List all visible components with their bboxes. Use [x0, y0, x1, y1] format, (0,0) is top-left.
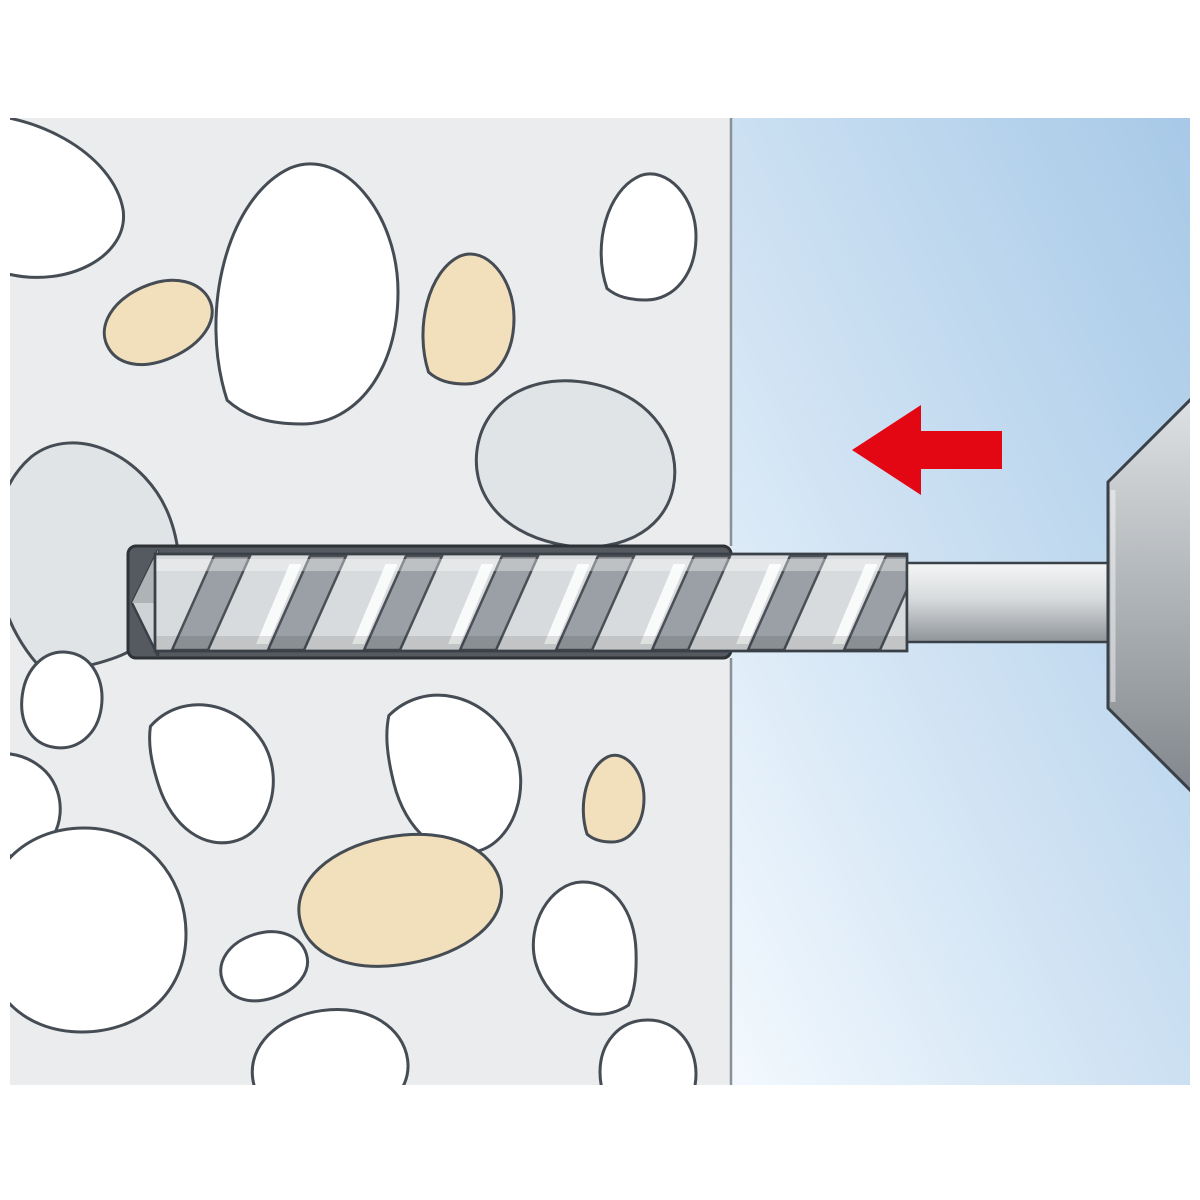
aggregate-stones: [10, 118, 696, 1085]
aggregate-stone-white: [212, 921, 316, 1011]
flute-band: [842, 555, 906, 650]
flute-highlights: [256, 564, 878, 644]
aggregate-stone-white: [245, 1000, 416, 1085]
aggregate-stone-white: [600, 1020, 696, 1085]
flute-band: [746, 555, 828, 650]
flute-band: [458, 555, 540, 650]
aggregate-stone-white: [16, 647, 109, 753]
aggregate-stone-gray: [461, 363, 691, 565]
aggregate-stone-white: [531, 880, 638, 1016]
aggregate-stone-white: [10, 118, 141, 298]
aggregate-stone-white: [601, 174, 696, 300]
flute-highlight: [256, 564, 302, 644]
flute-shadow-bottom: [156, 636, 906, 650]
flute-highlight: [832, 564, 878, 644]
flute-highlight: [640, 564, 686, 644]
aggregate-stone-beige: [91, 265, 224, 380]
flute-highlight: [448, 564, 494, 644]
drill-shank: [905, 561, 1110, 644]
drill-chuck: [1106, 397, 1190, 793]
aggregate-stone-white: [10, 828, 186, 1032]
flute-band: [650, 555, 732, 650]
aggregate-stone-white: [216, 164, 398, 424]
flute-band: [362, 555, 444, 650]
aggregate-stone-beige: [583, 755, 644, 842]
drill-tip-facet: [132, 550, 158, 603]
chuck-body: [1106, 397, 1190, 793]
aggregate-stone-white: [138, 686, 291, 858]
flute-sheen-top: [156, 559, 906, 571]
aggregate-stone-beige: [423, 254, 514, 384]
flute-band: [170, 555, 252, 650]
flute-bands: [170, 555, 906, 650]
flute-highlight: [736, 564, 782, 644]
aggregate-stone-white: [375, 678, 537, 867]
aggregate-stone-beige: [288, 819, 511, 980]
flute-highlight: [544, 564, 590, 644]
flute-band: [554, 555, 636, 650]
direction-arrow-left-icon: [852, 405, 1002, 495]
drill-bit: [130, 549, 1110, 657]
flute-highlight: [352, 564, 398, 644]
flute-band: [266, 555, 348, 650]
